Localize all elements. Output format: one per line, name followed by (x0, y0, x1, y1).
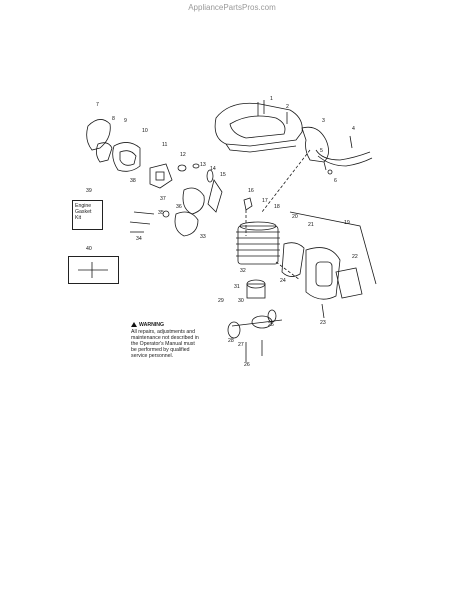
callout-2: 2 (286, 104, 289, 110)
callout-35: 35 (158, 210, 164, 216)
carburetor (149, 163, 173, 189)
callout-21: 21 (308, 222, 314, 228)
callout-33: 33 (200, 234, 206, 240)
warning-notice: WARNING All repairs, adjustments and mai… (131, 322, 201, 360)
callout-37: 37 (160, 196, 166, 202)
kit-line-2: Gasket (75, 209, 92, 216)
callout-12: 12 (180, 152, 186, 158)
callout-40: 40 (86, 246, 92, 252)
callout-9: 9 (124, 118, 127, 124)
cylinder (236, 221, 280, 265)
crankshaft (227, 309, 283, 339)
callout-34: 34 (136, 236, 142, 242)
callout-14: 14 (210, 166, 216, 172)
callout-29: 29 (218, 298, 224, 304)
callout-26: 26 (244, 362, 250, 368)
callout-38: 38 (130, 178, 136, 184)
callout-19: 19 (344, 220, 350, 226)
callout-30: 30 (238, 298, 244, 304)
callout-32: 32 (240, 268, 246, 274)
callout-22: 22 (352, 254, 358, 260)
kit-line-3: Kit (75, 215, 82, 222)
callout-10: 10 (142, 128, 148, 134)
kit-line-1: Engine (75, 203, 92, 209)
muffler (305, 247, 341, 300)
callout-28: 28 (228, 338, 234, 344)
warning-icon (131, 322, 137, 327)
callout-39: 39 (86, 188, 92, 194)
callout-4: 4 (352, 126, 355, 132)
callout-27: 27 (238, 342, 244, 348)
callout-20: 20 (292, 214, 298, 220)
callout-16: 16 (248, 188, 254, 194)
callout-1: 1 (270, 96, 273, 102)
warning-title: WARNING (139, 322, 165, 328)
warning-body: All repairs, adjustments and maintenance… (131, 329, 199, 360)
callout-6: 6 (334, 178, 337, 184)
callout-7: 7 (96, 102, 99, 108)
callout-5: 5 (320, 148, 323, 154)
callout-13: 13 (200, 162, 206, 168)
callout-11: 11 (162, 142, 168, 148)
watermark: AppliancePartsPros.com (188, 3, 276, 12)
top-cover (214, 102, 303, 153)
callout-36: 36 (176, 204, 182, 210)
callout-31: 31 (234, 284, 240, 290)
callout-8: 8 (112, 116, 115, 122)
callout-15: 15 (220, 172, 226, 178)
callout-23: 23 (320, 320, 326, 326)
air-filter-cover (86, 119, 111, 151)
starter-cover (301, 126, 329, 171)
callout-18: 18 (274, 204, 280, 210)
callout-3: 3 (322, 118, 325, 124)
engine-gasket-kit-box: Engine Gasket Kit (72, 200, 103, 230)
callout-25: 25 (268, 322, 274, 328)
callout-17: 17 (262, 198, 268, 204)
callout-24: 24 (280, 278, 286, 284)
tool-box (68, 256, 119, 284)
